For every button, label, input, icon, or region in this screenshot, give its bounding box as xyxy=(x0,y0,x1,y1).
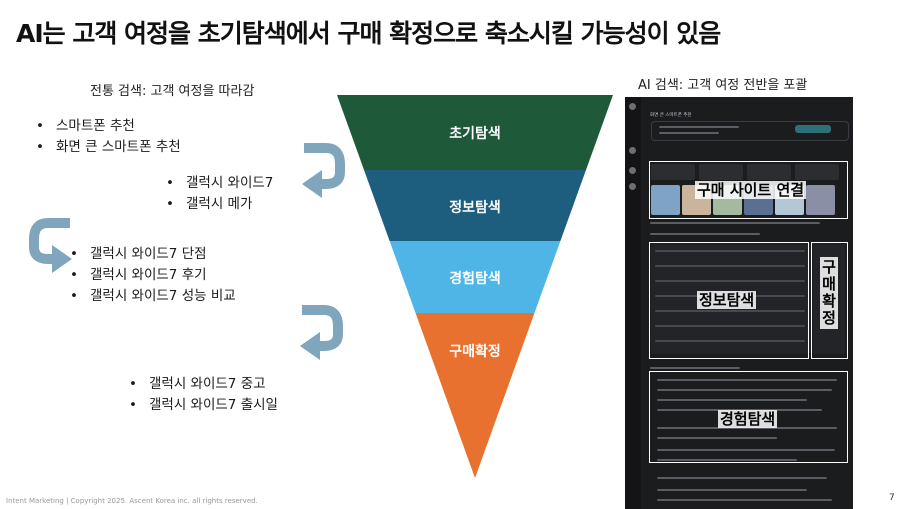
flow-arrow-left-icon xyxy=(29,218,72,273)
screenshot-sidebar xyxy=(625,97,641,509)
keyword-item: 갤럭시 와이드7 xyxy=(164,173,273,194)
customer-journey-funnel: 초기탐색 정보탐색 경험탐색 구매확정 xyxy=(335,90,615,490)
funnel-label-initial: 초기탐색 xyxy=(449,126,501,142)
keyword-item: 갤럭시 와이드7 후기 xyxy=(68,265,236,286)
keyword-group-initial: 스마트폰 추천 화면 큰 스마트폰 추천 xyxy=(34,116,181,158)
keyword-group-experience: 갤럭시 와이드7 단점 갤럭시 와이드7 후기 갤럭시 와이드7 성능 비교 xyxy=(68,244,236,307)
footer-copyright: Intent Marketing | Copyright 2025. Ascen… xyxy=(6,497,258,505)
keyword-group-info: 갤럭시 와이드7 갤럭시 메가 xyxy=(164,173,273,215)
ai-search-screenshot: 화면 큰 스마트폰 추천 구매 사이트 연결 정보탐색 구 매 확 정 xyxy=(625,97,853,509)
keyword-item: 스마트폰 추천 xyxy=(34,116,181,137)
funnel-label-purchase: 구매확정 xyxy=(449,344,501,360)
purchase-site-label: 구매 사이트 연결 xyxy=(695,181,807,199)
experience-search-highlight xyxy=(649,371,848,463)
experience-search-label: 경험탐색 xyxy=(718,410,778,428)
funnel-label-experience: 경험탐색 xyxy=(449,271,501,287)
keyword-item: 갤럭시 메가 xyxy=(164,194,273,215)
purchase-confirm-label: 구 매 확 정 xyxy=(820,257,838,329)
flow-arrow-right-icon xyxy=(302,143,345,198)
traditional-search-heading: 전통 검색: 고객 여정을 따라감 xyxy=(90,84,255,99)
info-search-label: 정보탐색 xyxy=(697,291,757,309)
page-number: 7 xyxy=(889,493,895,503)
screenshot-query: 화면 큰 스마트폰 추천 xyxy=(650,113,692,118)
keyword-group-purchase: 갤럭시 와이드7 중고 갤럭시 와이드7 출시일 xyxy=(127,374,278,416)
funnel-label-info: 정보탐색 xyxy=(449,200,501,216)
funnel-stage-purchase xyxy=(337,313,613,478)
page-title: AI는 고객 여정을 초기탐색에서 구매 확정으로 축소시킬 가능성이 있음 xyxy=(16,19,721,48)
flow-arrow-right-icon xyxy=(300,305,343,360)
keyword-item: 갤럭시 와이드7 단점 xyxy=(68,244,236,265)
keyword-item: 화면 큰 스마트폰 추천 xyxy=(34,137,181,158)
keyword-item: 갤럭시 와이드7 성능 비교 xyxy=(68,286,236,307)
ai-search-heading: AI 검색: 고객 여정 전반을 포괄 xyxy=(638,78,808,93)
info-search-highlight xyxy=(649,242,809,359)
keyword-item: 갤럭시 와이드7 중고 xyxy=(127,374,278,395)
purchase-confirm-highlight xyxy=(811,242,848,359)
purchase-site-highlight xyxy=(649,161,848,219)
keyword-item: 갤럭시 와이드7 출시일 xyxy=(127,395,278,416)
funnel-stage-initial xyxy=(337,95,613,170)
